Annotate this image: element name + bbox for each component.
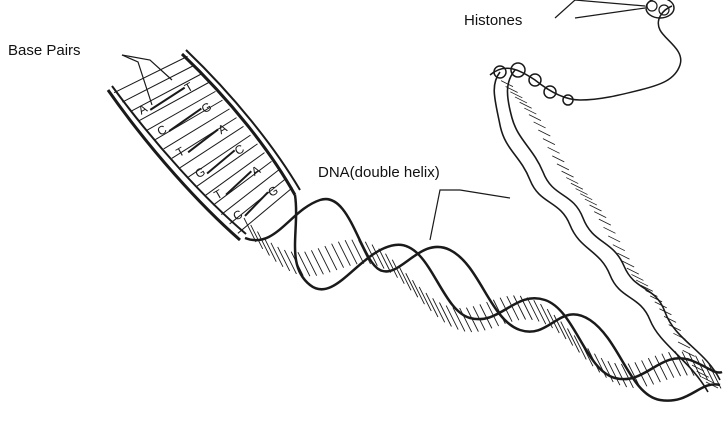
distant-strand-b [507,70,720,380]
base-letter: C [155,122,170,139]
distant-helix-rung [580,194,592,200]
helix-rung [305,252,317,276]
distant-helix-rung [604,227,616,233]
histone-bead [659,5,669,15]
distant-helix-rung [645,290,657,296]
distant-helix-rung [515,97,527,103]
ladder-backbone-left-inner [112,86,246,234]
histone-bead [563,95,573,105]
base-bond [226,171,251,194]
helix-rung [567,329,579,353]
dna-leader-2 [460,190,510,198]
histones-leader-1 [555,0,645,18]
histones-label: Histones [464,13,522,28]
double-helix-distant [494,70,720,392]
base-letter: T [174,144,188,160]
distant-helix-rung [576,189,588,195]
base-letter: G [266,183,281,200]
helix-rung [662,354,674,378]
double-helix-main [244,195,722,401]
distant-helix-rung [613,245,625,251]
distant-helix-rung [548,147,560,153]
helix-rung [399,266,411,290]
base-letter: T [212,186,226,202]
helix-rung [406,273,418,297]
helix-rung [251,225,263,249]
base-letter: G [193,164,208,181]
distant-helix-rung [566,178,578,184]
helix-rung [527,297,539,321]
base-letter: C [232,141,247,158]
base-letter: G [199,99,214,116]
distant-helix-rung [683,350,695,356]
histone-bead [647,1,657,11]
helix-rung [311,250,323,274]
distant-helix-rung [510,92,522,98]
base-bond [188,129,218,152]
distant-helix-rung [562,171,574,177]
distant-helix-rung [585,199,597,205]
dna-label: DNA(double helix) [318,165,440,180]
distant-helix-rung [594,212,606,218]
base-pairs-label: Base Pairs [8,43,81,58]
distant-helix-rung [571,183,583,189]
dna-leader-1 [430,190,460,240]
base-pairs-leader-2 [122,55,152,105]
distant-helix-rung [599,219,611,225]
helix-rung [534,300,546,324]
helix-rung [338,242,350,266]
helix-rung [608,361,620,385]
helix-rung [291,252,303,276]
distant-helix-rung [590,205,602,211]
distant-helix-rung [697,371,709,377]
base-letter: A [136,101,150,117]
distant-helix-rung [534,122,546,128]
distant-helix-rung [524,108,536,114]
distant-helix-rung [538,130,550,136]
helix-strand-b [295,195,722,379]
helix-rung [581,342,593,366]
helix-rungs [244,218,721,388]
distant-helix-rung [552,156,564,162]
distant-helix-rung [608,236,620,242]
base-bond [245,192,268,216]
distant-helix-rung [520,102,532,108]
distant-strand-a [494,72,708,392]
distant-helix-rung [529,115,541,121]
distant-helix-rung [501,81,513,87]
distant-helix-rung [543,139,555,145]
histones-leader-2 [575,8,645,18]
base-bond [169,109,201,132]
ladder-backbone-left [108,90,240,240]
helix-rung [460,308,472,332]
helix-rung [419,287,431,311]
helix-rung [345,240,357,264]
helix-rung [412,280,424,304]
distant-helix-rung [557,164,569,170]
